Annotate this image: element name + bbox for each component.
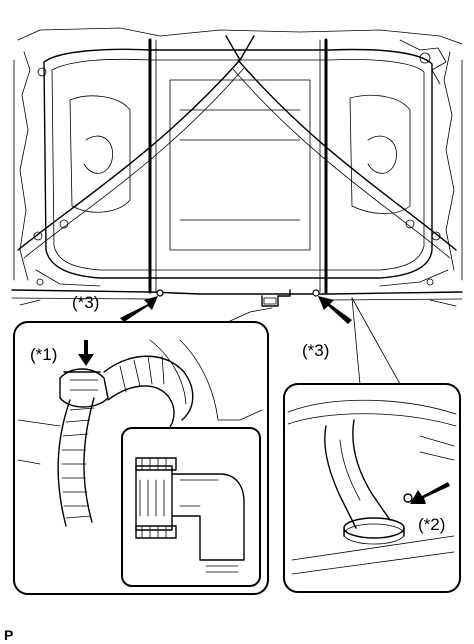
callout-3-left: (*3)	[72, 293, 99, 312]
page-marker: P	[4, 627, 13, 643]
callout-2: (*2)	[418, 515, 445, 534]
fuel-pipe-connector	[261, 289, 291, 307]
detail-connector-panel	[283, 383, 461, 593]
leader-line-connector-detail	[351, 297, 401, 385]
brace-cables	[17, 35, 457, 259]
tank-straps	[148, 38, 328, 294]
clamp-arrow	[78, 340, 94, 366]
callout-3-right: (*3)	[302, 341, 329, 360]
clamp-closeup-inset	[121, 427, 261, 587]
connector-arrow	[410, 482, 450, 504]
callout-1: (*1)	[30, 345, 57, 364]
fuel-tank	[43, 48, 433, 279]
strap-bolt-arrow-left	[120, 289, 164, 322]
underbody-frame	[11, 27, 463, 307]
strap-bolt-arrow-right	[312, 289, 352, 324]
